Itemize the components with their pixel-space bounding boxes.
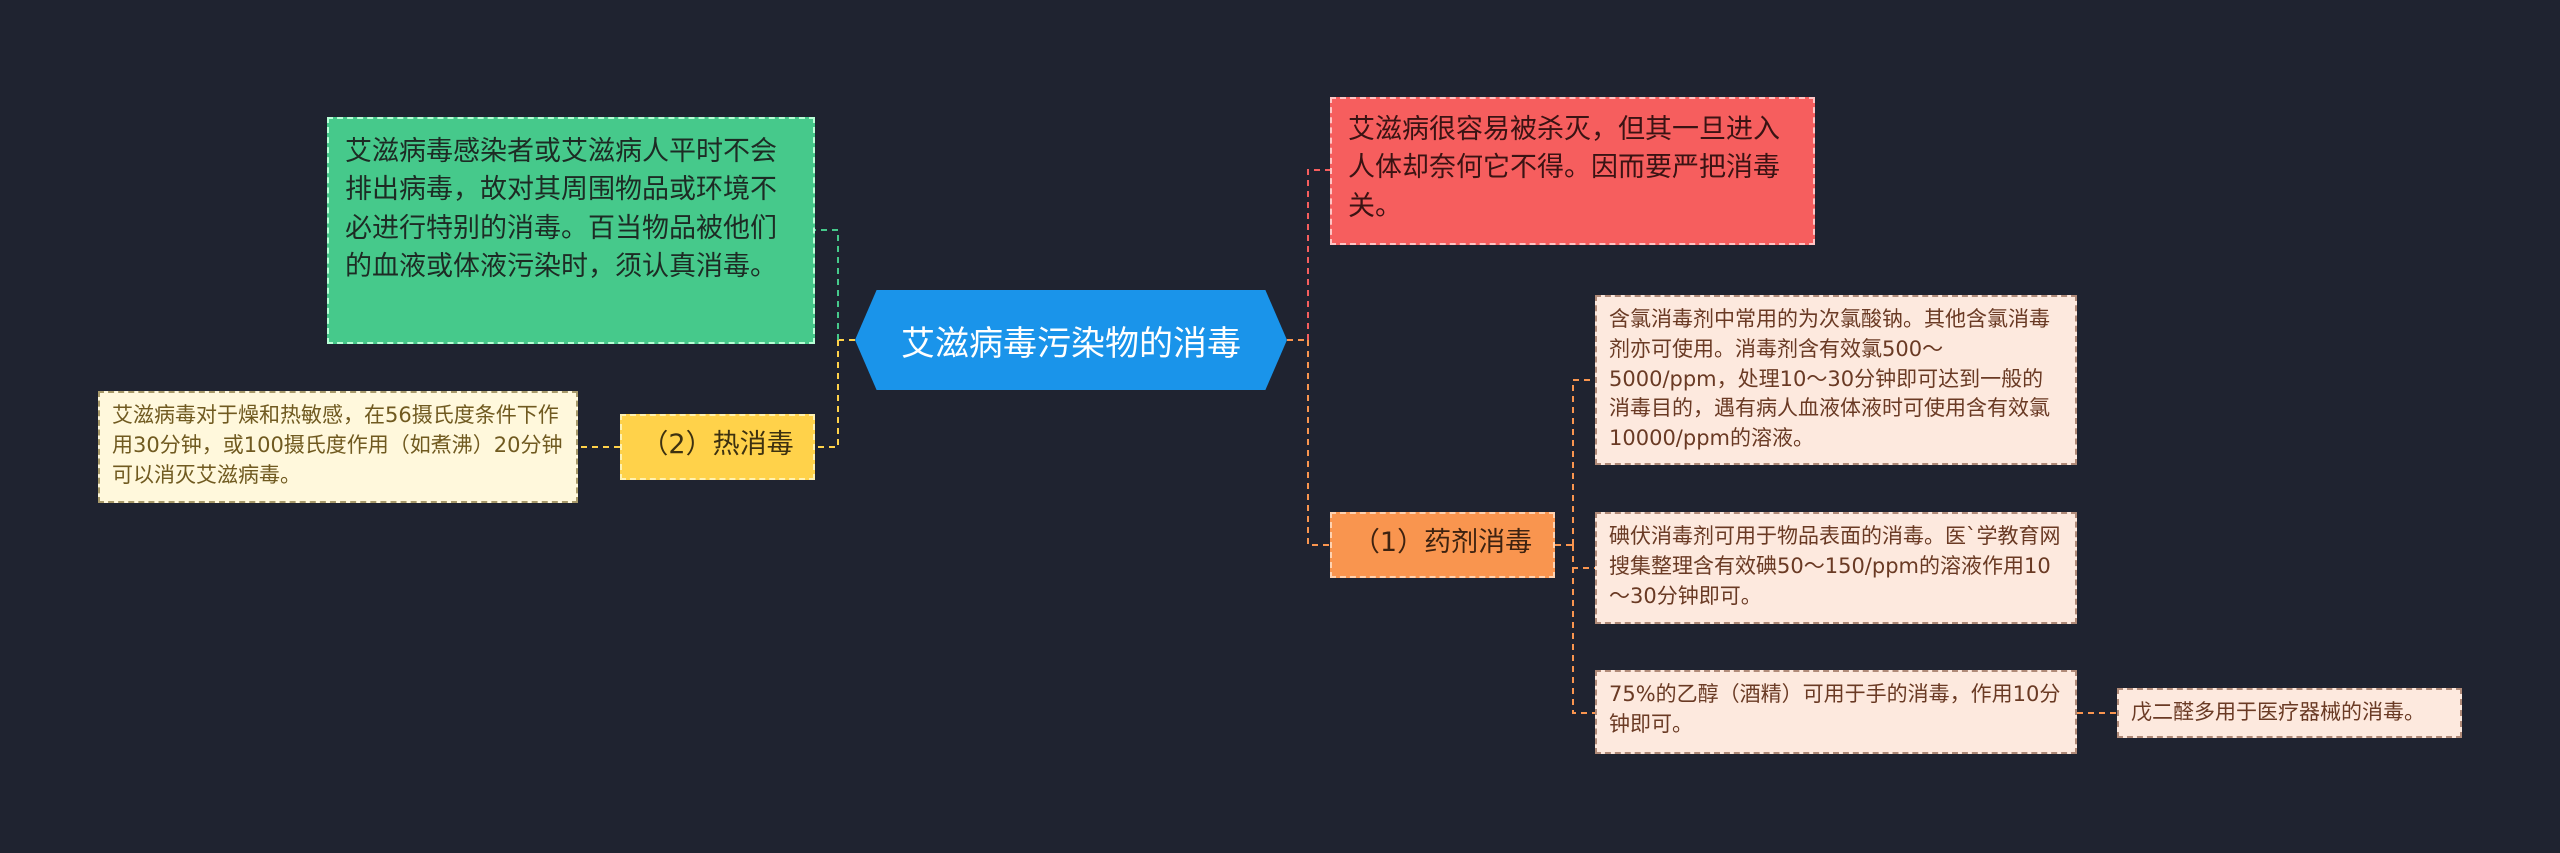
detail-text: 艾滋病毒对于燥和热敏感，在56摄氏度条件下作用30分钟，或100摄氏度作用（如煮… xyxy=(112,403,563,487)
chemical-disinfection-node[interactable]: （1）药剂消毒 xyxy=(1330,512,1555,578)
chlorine-disinfectant-item[interactable]: 含氯消毒剂中常用的为次氯酸钠。其他含氯消毒剂亦可使用。消毒剂含有效氯500～50… xyxy=(1595,295,2077,465)
item-text: 含氯消毒剂中常用的为次氯酸钠。其他含氯消毒剂亦可使用。消毒剂含有效氯500～50… xyxy=(1609,307,2050,451)
iodophor-disinfectant-item[interactable]: 碘伏消毒剂可用于物品表面的消毒。医`学教育网搜集整理含有效碘50～150/ppm… xyxy=(1595,512,2077,624)
glutaraldehyde-item[interactable]: 戊二醛多用于医疗器械的消毒。 xyxy=(2117,688,2462,738)
chemical-disinfection-label: （1）药剂消毒 xyxy=(1352,527,1533,558)
note-text: 艾滋病毒感染者或艾滋病人平时不会排出病毒，故对其周围物品或环境不必进行特别的消毒… xyxy=(345,136,777,282)
item-text: 75%的乙醇（酒精）可用于手的消毒，作用10分钟即可。 xyxy=(1609,682,2061,736)
note-no-special-disinfection[interactable]: 艾滋病毒感染者或艾滋病人平时不会排出病毒，故对其周围物品或环境不必进行特别的消毒… xyxy=(327,117,815,344)
heat-disinfection-node[interactable]: （2）热消毒 xyxy=(620,414,815,480)
heat-disinfection-detail[interactable]: 艾滋病毒对于燥和热敏感，在56摄氏度条件下作用30分钟，或100摄氏度作用（如煮… xyxy=(98,391,578,503)
heat-disinfection-label: （2）热消毒 xyxy=(641,429,794,460)
root-label: 艾滋病毒污染物的消毒 xyxy=(901,323,1241,364)
note-easy-to-kill[interactable]: 艾滋病很容易被杀灭，但其一旦进入人体却奈何它不得。因而要严把消毒关。 xyxy=(1330,97,1815,245)
ethanol-disinfectant-item[interactable]: 75%的乙醇（酒精）可用于手的消毒，作用10分钟即可。 xyxy=(1595,670,2077,754)
item-text: 戊二醛多用于医疗器械的消毒。 xyxy=(2131,700,2425,724)
root-node[interactable]: 艾滋病毒污染物的消毒 xyxy=(855,290,1287,390)
note-text: 艾滋病很容易被杀灭，但其一旦进入人体却奈何它不得。因而要严把消毒关。 xyxy=(1348,114,1780,222)
item-text: 碘伏消毒剂可用于物品表面的消毒。医`学教育网搜集整理含有效碘50～150/ppm… xyxy=(1609,524,2061,608)
